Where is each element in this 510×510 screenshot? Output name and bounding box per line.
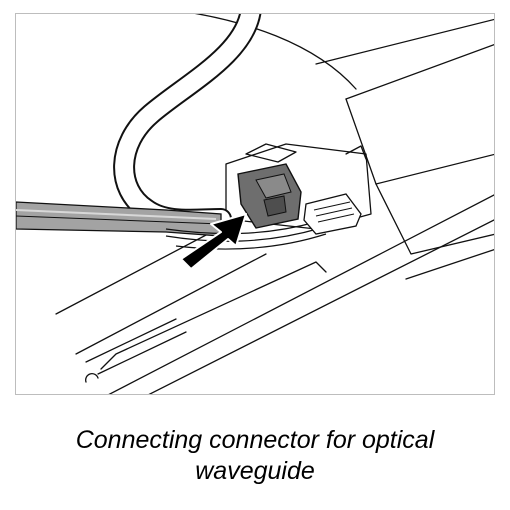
panel-hole: [85, 373, 99, 383]
ribbon-cable-line: [16, 215, 222, 225]
fiber-strands-3: [175, 233, 327, 250]
fiber-strands-2: [165, 227, 322, 242]
housing-side: [345, 98, 494, 185]
panel-line-1: [108, 194, 494, 394]
connector-illustration: [16, 14, 494, 394]
housing-edge-upper: [315, 18, 494, 65]
panel-recess: [100, 261, 327, 370]
panel-line-3: [75, 253, 267, 355]
ribbon-cable: [16, 201, 222, 237]
panel-line-2: [148, 219, 494, 394]
housing-edge-lower: [345, 44, 494, 100]
housing-bottom-edge: [375, 183, 494, 255]
insert-arrow: [180, 213, 247, 270]
caption-line-2: waveguide: [195, 457, 315, 485]
cable-loop-inner: [115, 14, 260, 229]
ribbon-cable-light: [16, 209, 217, 220]
housing-outline: [194, 14, 357, 90]
connector-plug-latch: [263, 195, 287, 217]
socket-tab: [345, 145, 367, 160]
panel-slot-2: [97, 331, 187, 375]
connector-plug-face: [255, 173, 292, 199]
receptacle: [303, 193, 362, 235]
socket-top: [245, 143, 297, 163]
receptacle-ribs: [313, 201, 355, 223]
figure-caption: Connecting connector for optical wavegui…: [0, 425, 510, 487]
caption-line-1: Connecting connector for optical: [75, 426, 435, 454]
illustration-frame: [15, 13, 495, 395]
housing-inner-rim: [405, 248, 494, 280]
panel-slot: [85, 318, 177, 363]
